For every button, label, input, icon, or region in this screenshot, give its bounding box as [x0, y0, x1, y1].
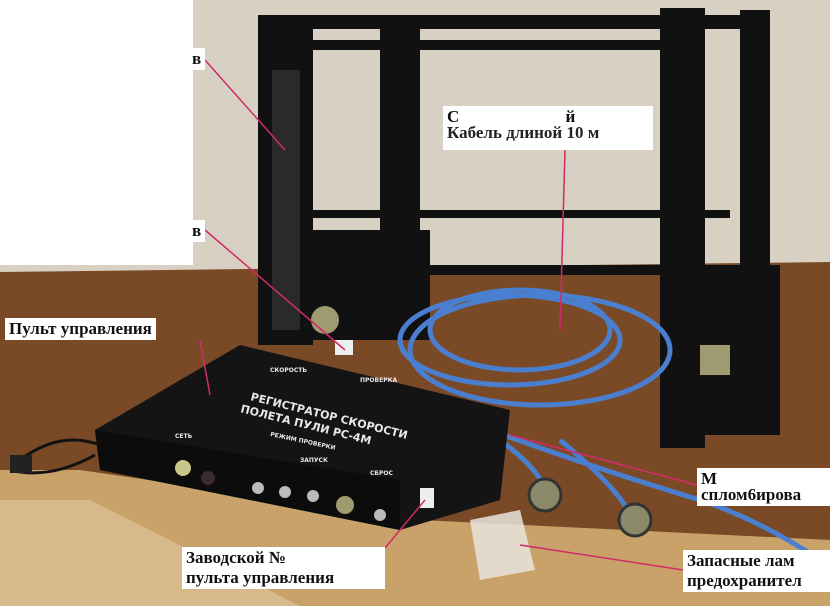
check-label: ПРОВЕРКА: [360, 377, 397, 384]
speed-label: СКОРОСТЬ: [270, 367, 307, 374]
label-spares-line2: предохранител: [687, 571, 802, 590]
network-label: СЕТЬ: [175, 433, 193, 440]
label-serial: Заводской № пульта управления: [182, 547, 385, 589]
label-serial-line1: Заводской №: [186, 548, 286, 567]
label-control-panel: Пульт управления: [5, 318, 156, 340]
console-knobs: [175, 460, 386, 521]
label-spares: Запасные лам предохранител: [683, 550, 830, 592]
pointer-lines: [199, 59, 698, 571]
label-spares-line1: Запасные лам: [687, 551, 795, 570]
label-sealed-line1: М: [701, 469, 718, 488]
label-sealed: М сплом6ирова: [697, 468, 830, 506]
reset-label: СБРОС: [370, 470, 393, 477]
launch-label: ЗАПУСК: [300, 457, 328, 464]
metal-frame: [258, 8, 780, 448]
label-cable-line1: С й: [447, 107, 576, 126]
label-mid-left-suffix: в: [188, 220, 206, 242]
label-mask-top-left: [0, 0, 193, 265]
label-cable-line2: Кабель длиной 10 м: [447, 123, 600, 142]
label-serial-line2: пульта управления: [186, 568, 335, 587]
label-top-left-suffix: в: [188, 48, 206, 70]
label-sealed-line2: сплом6ирова: [701, 485, 802, 504]
label-cable: С й Кабель длиной 10 м: [443, 106, 653, 150]
